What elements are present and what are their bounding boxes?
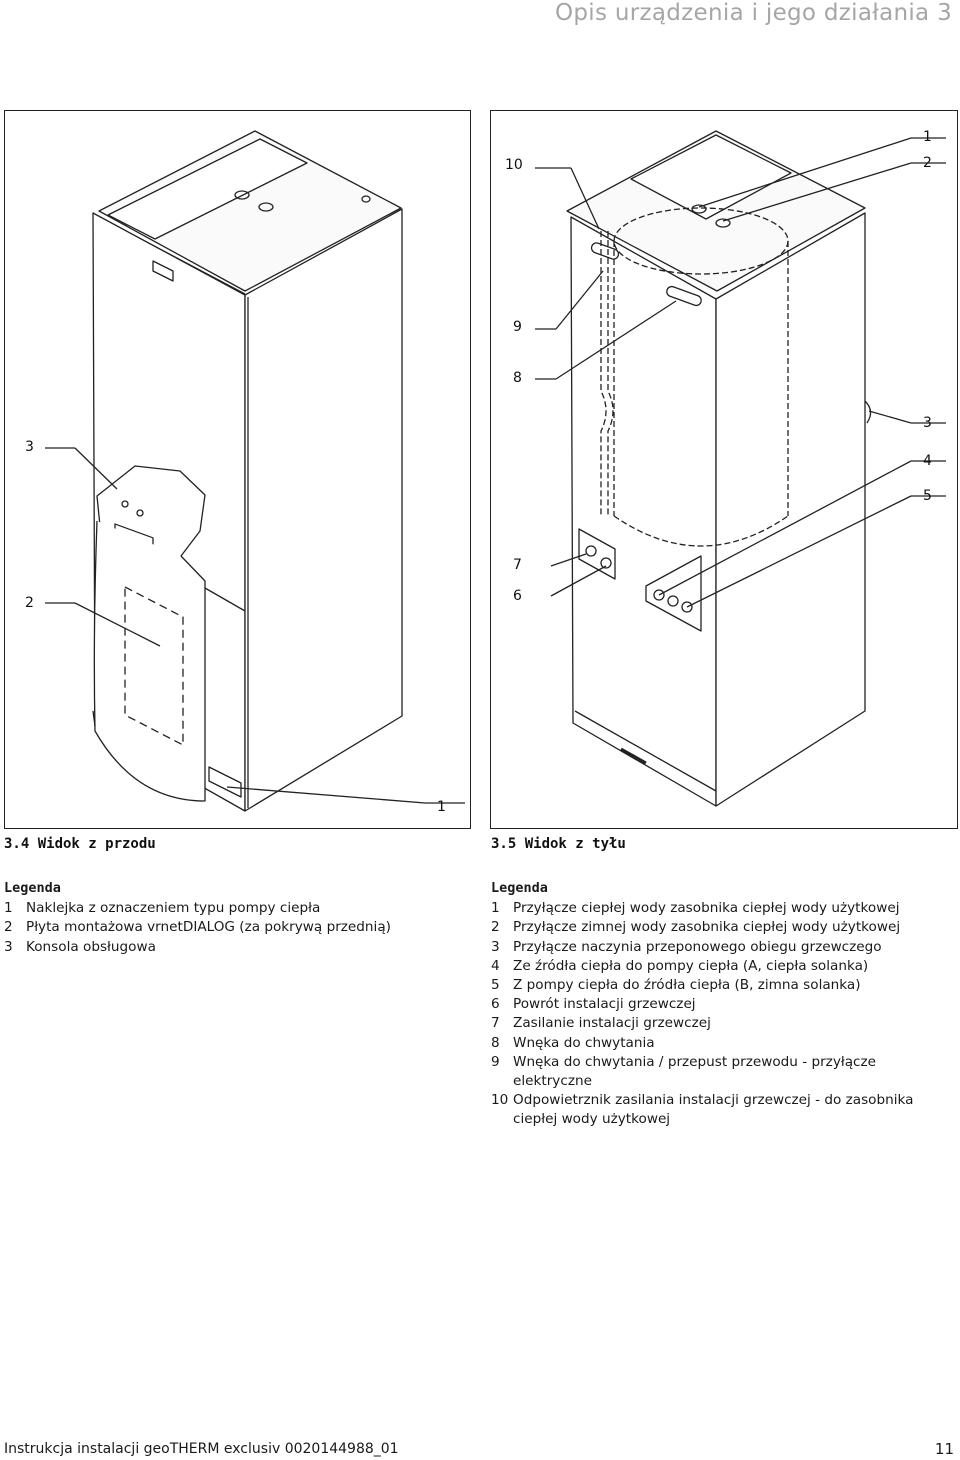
legend-text: Powrót instalacji grzewczej: [513, 996, 696, 1013]
legend-number: 9: [491, 1053, 500, 1070]
legend-text: Przyłącze zimnej wody zasobnika ciepłej …: [513, 919, 901, 936]
legend-text: Płyta montażowa vrnetDIALOG (za pokrywą …: [26, 919, 391, 936]
legend-text: Odpowietrznik zasilania instalacji grzew…: [513, 1092, 914, 1128]
legend-text: Konsola obsługowa: [26, 938, 156, 955]
callout-3: 3: [923, 415, 932, 431]
legend-number: 2: [4, 919, 13, 936]
legend-item: 4 Ze źródła ciepła do pompy ciepła (A, c…: [491, 957, 931, 976]
legend-text: Przyłącze naczynia przeponowego obiegu g…: [513, 938, 882, 955]
callout-6: 6: [513, 588, 522, 604]
figure-front-view: 3 2 1: [4, 110, 471, 829]
legend-number: 1: [4, 900, 13, 917]
callout-9: 9: [513, 319, 522, 335]
callout-10: 10: [505, 157, 523, 173]
legend-item: 3 Przyłącze naczynia przeponowego obiegu…: [491, 938, 931, 957]
legend-text: Zasilanie instalacji grzewczej: [513, 1015, 711, 1032]
legend-item: 9 Wnęka do chwytania / przepust przewodu…: [491, 1053, 931, 1091]
legend-text: Ze źródła ciepła do pompy ciepła (A, cie…: [513, 957, 869, 974]
legend-item: 1 Przyłącze ciepłej wody zasobnika ciepł…: [491, 899, 931, 918]
legend-item: 3 Konsola obsługowa: [4, 938, 464, 957]
legend-item: 7 Zasilanie instalacji grzewczej: [491, 1014, 931, 1033]
callout-2: 2: [923, 155, 932, 171]
legend-number: 7: [491, 1015, 500, 1032]
legend-number: 2: [491, 919, 500, 936]
legend-number: 6: [491, 996, 500, 1013]
footer-document-title: Instrukcja instalacji geoTHERM exclusiv …: [4, 1441, 399, 1457]
legend-text: Wnęka do chwytania: [513, 1034, 655, 1051]
legend-front: Legenda 1 Naklejka z oznaczeniem typu po…: [4, 879, 464, 957]
legend-text: Przyłącze ciepłej wody zasobnika ciepłej…: [513, 900, 900, 917]
front-view-drawing: [45, 130, 465, 812]
back-view-drawing: [535, 130, 946, 807]
legend-number: 1: [491, 900, 500, 917]
legend-item: 1 Naklejka z oznaczeniem typu pompy ciep…: [4, 899, 464, 918]
legend-number: 8: [491, 1034, 500, 1051]
callout-7: 7: [513, 557, 522, 573]
legend-title: Legenda: [4, 880, 61, 896]
legend-number: 10: [491, 1092, 509, 1109]
callout-8: 8: [513, 370, 522, 386]
callout-5: 5: [923, 488, 932, 504]
page-header-title: Opis urządzenia i jego działania 3: [555, 0, 952, 26]
callout-3: 3: [25, 439, 34, 455]
legend-number: 3: [4, 938, 13, 955]
legend-number: 3: [491, 938, 500, 955]
legend-title: Legenda: [491, 880, 548, 896]
callout-1: 1: [923, 129, 932, 145]
legend-back: Legenda 1 Przyłącze ciepłej wody zasobni…: [491, 879, 931, 1130]
legend-text: Naklejka z oznaczeniem typu pompy ciepła: [26, 900, 321, 917]
legend-item: 2 Płyta montażowa vrnetDIALOG (za pokryw…: [4, 918, 464, 937]
legend-number: 5: [491, 977, 500, 994]
legend-item: 8 Wnęka do chwytania: [491, 1034, 931, 1053]
callout-4: 4: [923, 453, 932, 469]
figure-back-caption: 3.5 Widok z tyłu: [491, 836, 626, 852]
legend-text: Z pompy ciepła do źródła ciepła (B, zimn…: [513, 977, 861, 994]
callout-2: 2: [25, 595, 34, 611]
legend-item: 5 Z pompy ciepła do źródła ciepła (B, zi…: [491, 976, 931, 995]
legend-item: 6 Powrót instalacji grzewczej: [491, 995, 931, 1014]
legend-number: 4: [491, 957, 500, 974]
callout-1: 1: [437, 799, 446, 815]
legend-item: 2 Przyłącze zimnej wody zasobnika ciepłe…: [491, 918, 931, 937]
figure-front-caption: 3.4 Widok z przodu: [4, 836, 156, 852]
figure-back-view: 1 2 10 9 8 3 4 5 7 6: [490, 110, 958, 829]
legend-item: 10 Odpowietrznik zasilania instalacji gr…: [491, 1091, 931, 1129]
footer-page-number: 11: [934, 1440, 954, 1458]
legend-text: Wnęka do chwytania / przepust przewodu -…: [513, 1053, 877, 1090]
